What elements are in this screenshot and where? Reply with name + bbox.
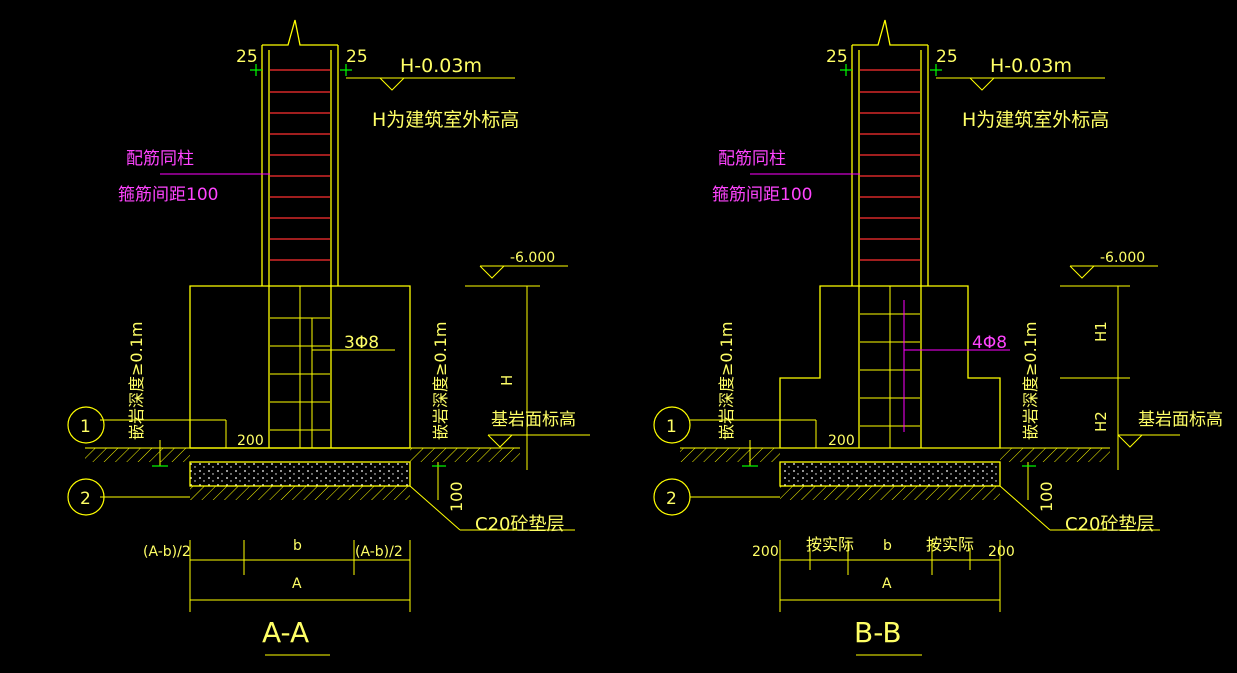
- column-outline: [261, 19, 339, 448]
- embed-note-right: 嵌岩深度≥0.1m: [431, 322, 450, 440]
- elevation-top-b: H-0.03m: [990, 55, 1072, 77]
- concrete-pad-b: [779, 461, 1001, 487]
- pad-thickness-b: 100: [1037, 481, 1056, 512]
- stirrups-lower: [270, 286, 330, 448]
- level-label: -6.000: [510, 250, 555, 266]
- dim-right: (A-b)/2: [355, 544, 403, 560]
- pad-thickness: 100: [447, 481, 466, 512]
- callout-circle-1-b: [653, 406, 691, 444]
- dim-markers: [152, 64, 446, 467]
- callout-2-label-b: 2: [666, 489, 677, 509]
- rock-top-label: 基岩面标高: [491, 410, 576, 430]
- dim-total: A: [292, 576, 302, 592]
- cover-right: 25: [346, 47, 368, 67]
- embed-note-right-b: 嵌岩深度≥0.1m: [1021, 322, 1040, 440]
- section-b-b: 25 25 H-0.03m H为建筑室外标高 -6.000 H1 H2 基岩面标…: [653, 19, 1223, 656]
- dim-left2-b: 按实际: [806, 535, 854, 554]
- pad-label: C20砼垫层: [475, 514, 564, 535]
- embed-note-left-b: 嵌岩深度≥0.1m: [717, 322, 736, 440]
- callout-2-label: 2: [80, 489, 91, 509]
- height-label-h2: H2: [1092, 411, 1110, 432]
- elevation-note-b: H为建筑室外标高: [962, 109, 1109, 131]
- dim-right2-b: 按实际: [926, 535, 974, 554]
- section-a-a: 25 25 H-0.03m H为建筑室外标高 -6.000 H 基岩面标高 20…: [67, 19, 590, 656]
- elevation-note: H为建筑室外标高: [372, 109, 519, 131]
- ground-hatch: [85, 447, 520, 500]
- dim-total-b: A: [882, 576, 892, 592]
- stirrups-lower-b: [860, 286, 920, 448]
- rock-top-label-b: 基岩面标高: [1138, 410, 1223, 430]
- section-title-b: B-B: [854, 616, 902, 649]
- stirrup-annotation-b: [750, 173, 1010, 432]
- rebar-ties: [270, 69, 330, 261]
- dim-markers-b: [742, 64, 1036, 467]
- level-label-b: -6.000: [1100, 250, 1145, 266]
- callout-1-label: 1: [80, 417, 91, 437]
- stirrup-label-b: 4Φ8: [972, 333, 1007, 353]
- dim-left-b: 200: [752, 544, 779, 560]
- rebar-note-2-b: 箍筋间距100: [712, 185, 812, 205]
- pad-label-b: C20砼垫层: [1065, 514, 1154, 535]
- callout-1-label-b: 1: [666, 417, 677, 437]
- cover-right-b: 25: [936, 47, 958, 67]
- rebar-note-1: 配筋同柱: [126, 149, 194, 169]
- cover-left-b: 25: [826, 47, 848, 67]
- column-outline-b: [851, 19, 929, 448]
- rebar-note-1-b: 配筋同柱: [718, 149, 786, 169]
- rebar-ties-b: [860, 69, 920, 261]
- dimension-lines: [100, 77, 590, 656]
- callout-circle-1: [67, 406, 105, 444]
- callout-circle-2-b: [653, 478, 691, 516]
- elevation-top: H-0.03m: [400, 55, 482, 77]
- height-label: H: [498, 375, 516, 386]
- stirrup-label: 3Φ8: [344, 333, 379, 353]
- rebar-note-2: 箍筋间距100: [118, 185, 218, 205]
- dim-200-b: 200: [828, 433, 855, 449]
- callout-circle-2: [67, 478, 105, 516]
- ground-hatch-b: [680, 447, 1110, 500]
- dim-mid-b: b: [883, 538, 892, 554]
- dim-200: 200: [237, 433, 264, 449]
- dim-mid: b: [293, 538, 302, 554]
- dim-left: (A-b)/2: [143, 544, 191, 560]
- dimension-lines-b: [690, 77, 1180, 656]
- concrete-pad: [189, 461, 411, 487]
- section-title: A-A: [262, 616, 309, 649]
- embed-note-left: 嵌岩深度≥0.1m: [127, 322, 146, 440]
- height-label-h1: H1: [1092, 321, 1110, 342]
- cover-left: 25: [236, 47, 258, 67]
- dim-right-b: 200: [988, 544, 1015, 560]
